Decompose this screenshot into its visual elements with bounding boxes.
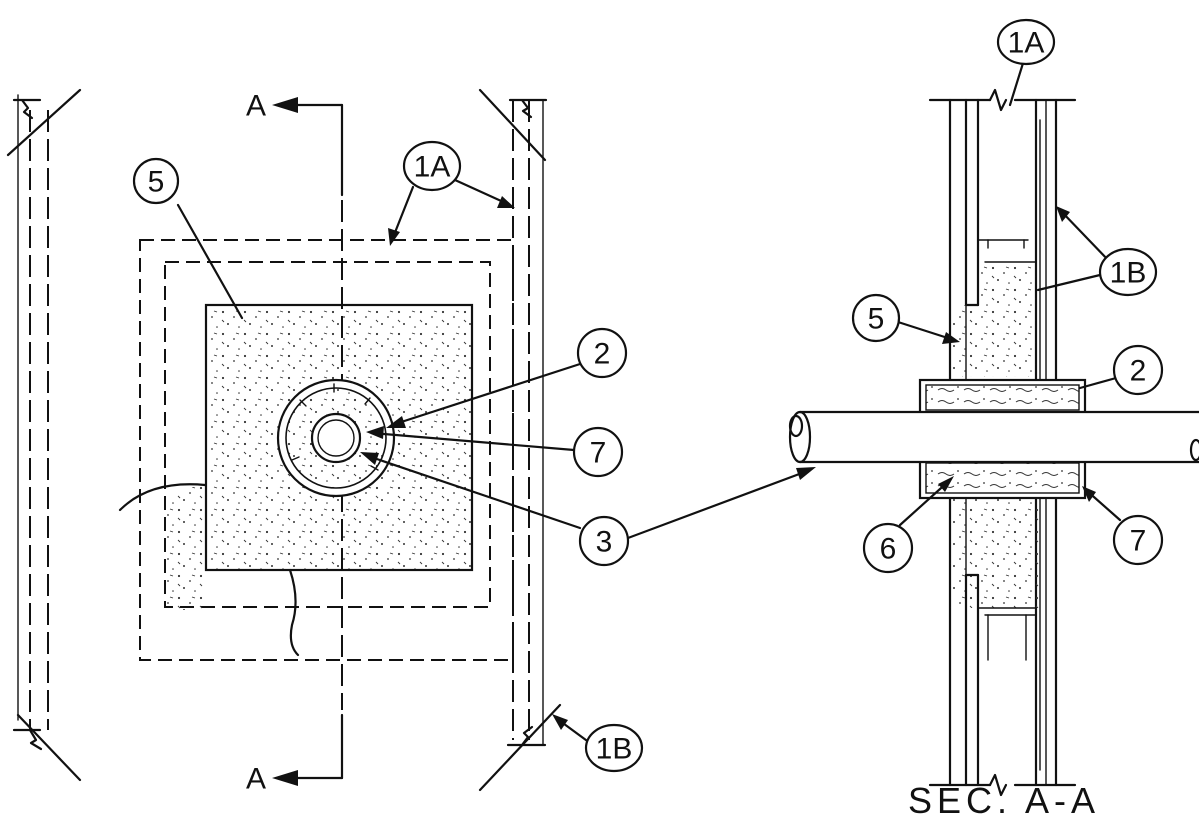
callout-1b-section: 1B — [1098, 247, 1158, 297]
svg-text:2: 2 — [594, 338, 611, 371]
callout-1a-plan: 1A — [402, 140, 462, 192]
pipe-penetration-plan — [276, 378, 396, 498]
section-view — [788, 88, 1199, 797]
callout-3: 3 — [578, 515, 630, 567]
pipe-section — [788, 410, 1199, 464]
section-mark-top: A — [246, 90, 266, 123]
svg-text:1B: 1B — [1110, 257, 1147, 290]
svg-text:3: 3 — [596, 526, 613, 559]
callout-1a-section: 1A — [996, 18, 1056, 66]
callout-2-plan: 2 — [576, 327, 628, 379]
svg-text:2: 2 — [1130, 355, 1147, 388]
fill-material-lower-left — [165, 485, 205, 610]
svg-text:7: 7 — [1130, 525, 1147, 558]
callout-6: 6 — [862, 522, 914, 574]
svg-text:7: 7 — [590, 437, 607, 470]
plan-view: A A — [6, 88, 592, 796]
svg-text:1B: 1B — [596, 733, 633, 766]
callout-1b-plan: 1B — [584, 723, 644, 773]
svg-text:5: 5 — [868, 303, 885, 336]
svg-text:1A: 1A — [414, 151, 451, 184]
svg-text:6: 6 — [880, 533, 897, 566]
right-stud — [478, 88, 562, 792]
section-mark-bottom: A — [246, 763, 266, 796]
callout-7-section: 7 — [1112, 514, 1164, 566]
callout-5-plan: 5 — [132, 157, 180, 205]
section-line-a-a — [272, 97, 344, 786]
svg-text:1A: 1A — [1008, 27, 1045, 60]
wall-opening-inner — [164, 261, 491, 608]
callout-5-section: 5 — [851, 293, 901, 343]
callout-7-plan: 7 — [572, 426, 624, 478]
wall-opening-outer — [139, 239, 514, 661]
section-caption: SEC. A-A — [908, 780, 1100, 821]
left-stud — [6, 88, 82, 782]
callout-2-section: 2 — [1112, 344, 1164, 396]
svg-text:5: 5 — [148, 166, 165, 199]
